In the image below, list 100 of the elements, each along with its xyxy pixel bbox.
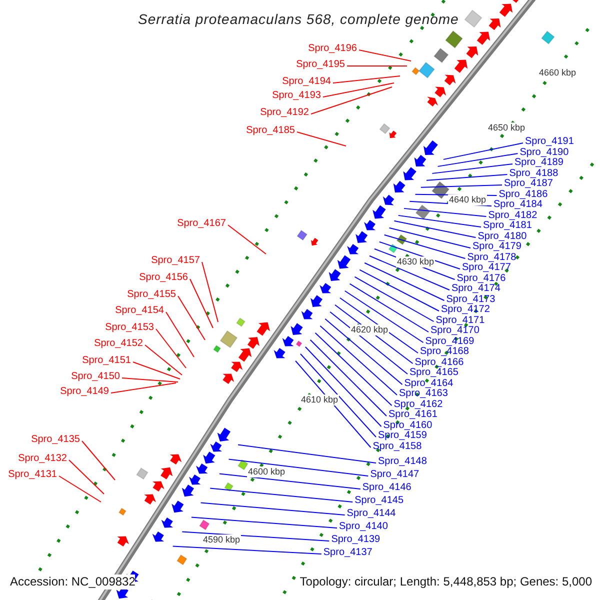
- gene-label: Spro_4151: [82, 356, 131, 366]
- gene-label: Spro_4139: [331, 535, 380, 545]
- gene-label: Spro_4184: [494, 200, 542, 210]
- leader-line: [369, 255, 450, 290]
- scale-tick-label: 4590 kbp: [202, 534, 242, 546]
- gene-label: Spro_4191: [525, 137, 574, 147]
- leader-line: [166, 312, 194, 358]
- gene-label: Spro_4173: [446, 294, 496, 304]
- leader-line: [238, 444, 376, 464]
- leader-line: [228, 458, 369, 476]
- leader-line: [354, 276, 434, 322]
- leader-line: [296, 132, 346, 146]
- leader-line: [320, 325, 398, 396]
- scale-tick-label: 4600 kbp: [247, 466, 286, 478]
- leader-line: [218, 473, 361, 490]
- gene-label: Spro_4176: [456, 274, 506, 284]
- gene-label: Spro_4162: [394, 400, 443, 410]
- leader-line: [132, 362, 180, 380]
- gene-label: Spro_4187: [504, 179, 553, 189]
- leader-line: [295, 360, 372, 448]
- leader-line: [324, 318, 403, 385]
- leader-line: [344, 290, 424, 343]
- leader-line: [322, 82, 394, 98]
- leader-line: [202, 262, 218, 322]
- gene-label: Spro_4178: [467, 252, 516, 262]
- gene-label: Spro_4180: [478, 232, 527, 242]
- gene-label: Spro_4154: [115, 306, 164, 316]
- scale-tick-label: 4640 kbp: [448, 194, 488, 206]
- leader-line: [388, 227, 471, 248]
- gene-label: Spro_4135: [31, 435, 80, 445]
- gene-label: Spro_4160: [383, 420, 432, 430]
- gene-label: Spro_4172: [441, 305, 490, 315]
- gene-label: Spro_4163: [399, 389, 448, 399]
- gene-label: Spro_4185: [246, 126, 295, 136]
- leader-line: [332, 76, 400, 84]
- gene-label: Spro_4159: [378, 431, 427, 441]
- leader-line: [68, 460, 104, 494]
- leader-line: [58, 476, 102, 502]
- gene-label: Spro_4152: [94, 339, 143, 349]
- gene-label: Spro_4179: [472, 242, 522, 252]
- gene-label: Spro_4171: [436, 316, 485, 326]
- leader-line: [437, 153, 518, 167]
- leader-line: [190, 278, 214, 328]
- leader-line: [442, 142, 524, 160]
- diagram-title: Serratia proteamaculans 568, complete genome: [138, 10, 459, 28]
- gene-label: Spro_4167: [177, 219, 226, 229]
- gene-label: Spro_4148: [378, 457, 427, 467]
- gene-label: Spro_4166: [414, 358, 464, 368]
- gene-label: Spro_4161: [388, 410, 438, 420]
- gene-label: Spro_4145: [354, 496, 404, 506]
- leader-line: [310, 339, 387, 416]
- leader-line: [378, 241, 460, 270]
- leader-line: [384, 234, 466, 259]
- gene-label: Spro_4150: [71, 372, 120, 382]
- leader-line: [426, 174, 508, 181]
- leader-line: [349, 283, 429, 332]
- gene-label: Spro_4181: [483, 221, 532, 231]
- leader-line: [190, 516, 338, 528]
- leader-line: [144, 344, 182, 376]
- gene-label: Spro_4188: [509, 168, 558, 178]
- gene-label: Spro_4189: [514, 158, 564, 168]
- leader-line: [122, 378, 178, 382]
- gene-label: Spro_4156: [139, 273, 188, 283]
- scale-tick-label: 4610 kbp: [300, 394, 340, 406]
- gene-label: Spro_4132: [18, 454, 67, 464]
- gene-label: Spro_4146: [362, 483, 412, 493]
- gene-label: Spro_4140: [339, 522, 388, 532]
- leader-line: [394, 220, 476, 238]
- gene-label: Spro_4190: [520, 148, 569, 158]
- leader-line: [304, 346, 382, 427]
- gene-label: Spro_4165: [410, 368, 458, 378]
- gene-label: Spro_4194: [282, 77, 331, 87]
- gene-label: Spro_4174: [452, 284, 500, 294]
- gene-label: Spro_4168: [420, 347, 469, 357]
- leader-line: [200, 502, 346, 516]
- footer-text: Topology: circular; Length: 5,448,853 bp; Genes: 5,000: [300, 574, 592, 590]
- gene-label: Spro_4195: [296, 60, 345, 70]
- leader-line: [300, 353, 376, 438]
- leader-line: [228, 224, 266, 254]
- leader-line: [339, 297, 418, 354]
- leader-line: [432, 164, 513, 174]
- leader-line: [182, 531, 330, 542]
- footer-text: Accession: NC_009832: [10, 574, 136, 590]
- gene-label: Spro_4155: [127, 290, 176, 300]
- scale-tick-label: 4650 kbp: [487, 122, 526, 134]
- gene-label: Spro_4193: [272, 91, 321, 101]
- gene-label: Spro_4196: [308, 44, 357, 54]
- gene-label: Spro_4137: [323, 548, 372, 558]
- leader-line: [172, 546, 322, 554]
- gene-label: Spro_4186: [498, 190, 548, 200]
- gene-label: Spro_4192: [260, 108, 309, 118]
- scale-tick-label: 4660 kbp: [538, 68, 578, 78]
- leader-line: [404, 208, 487, 217]
- leader-line: [359, 269, 440, 312]
- leader-line: [110, 382, 176, 394]
- gene-label: Spro_4169: [425, 336, 474, 346]
- leader-line: [310, 86, 392, 114]
- gene-label: Spro_4182: [488, 210, 538, 220]
- gene-label: Spro_4158: [372, 442, 422, 452]
- scale-tick-label: 4620 kbp: [350, 324, 390, 336]
